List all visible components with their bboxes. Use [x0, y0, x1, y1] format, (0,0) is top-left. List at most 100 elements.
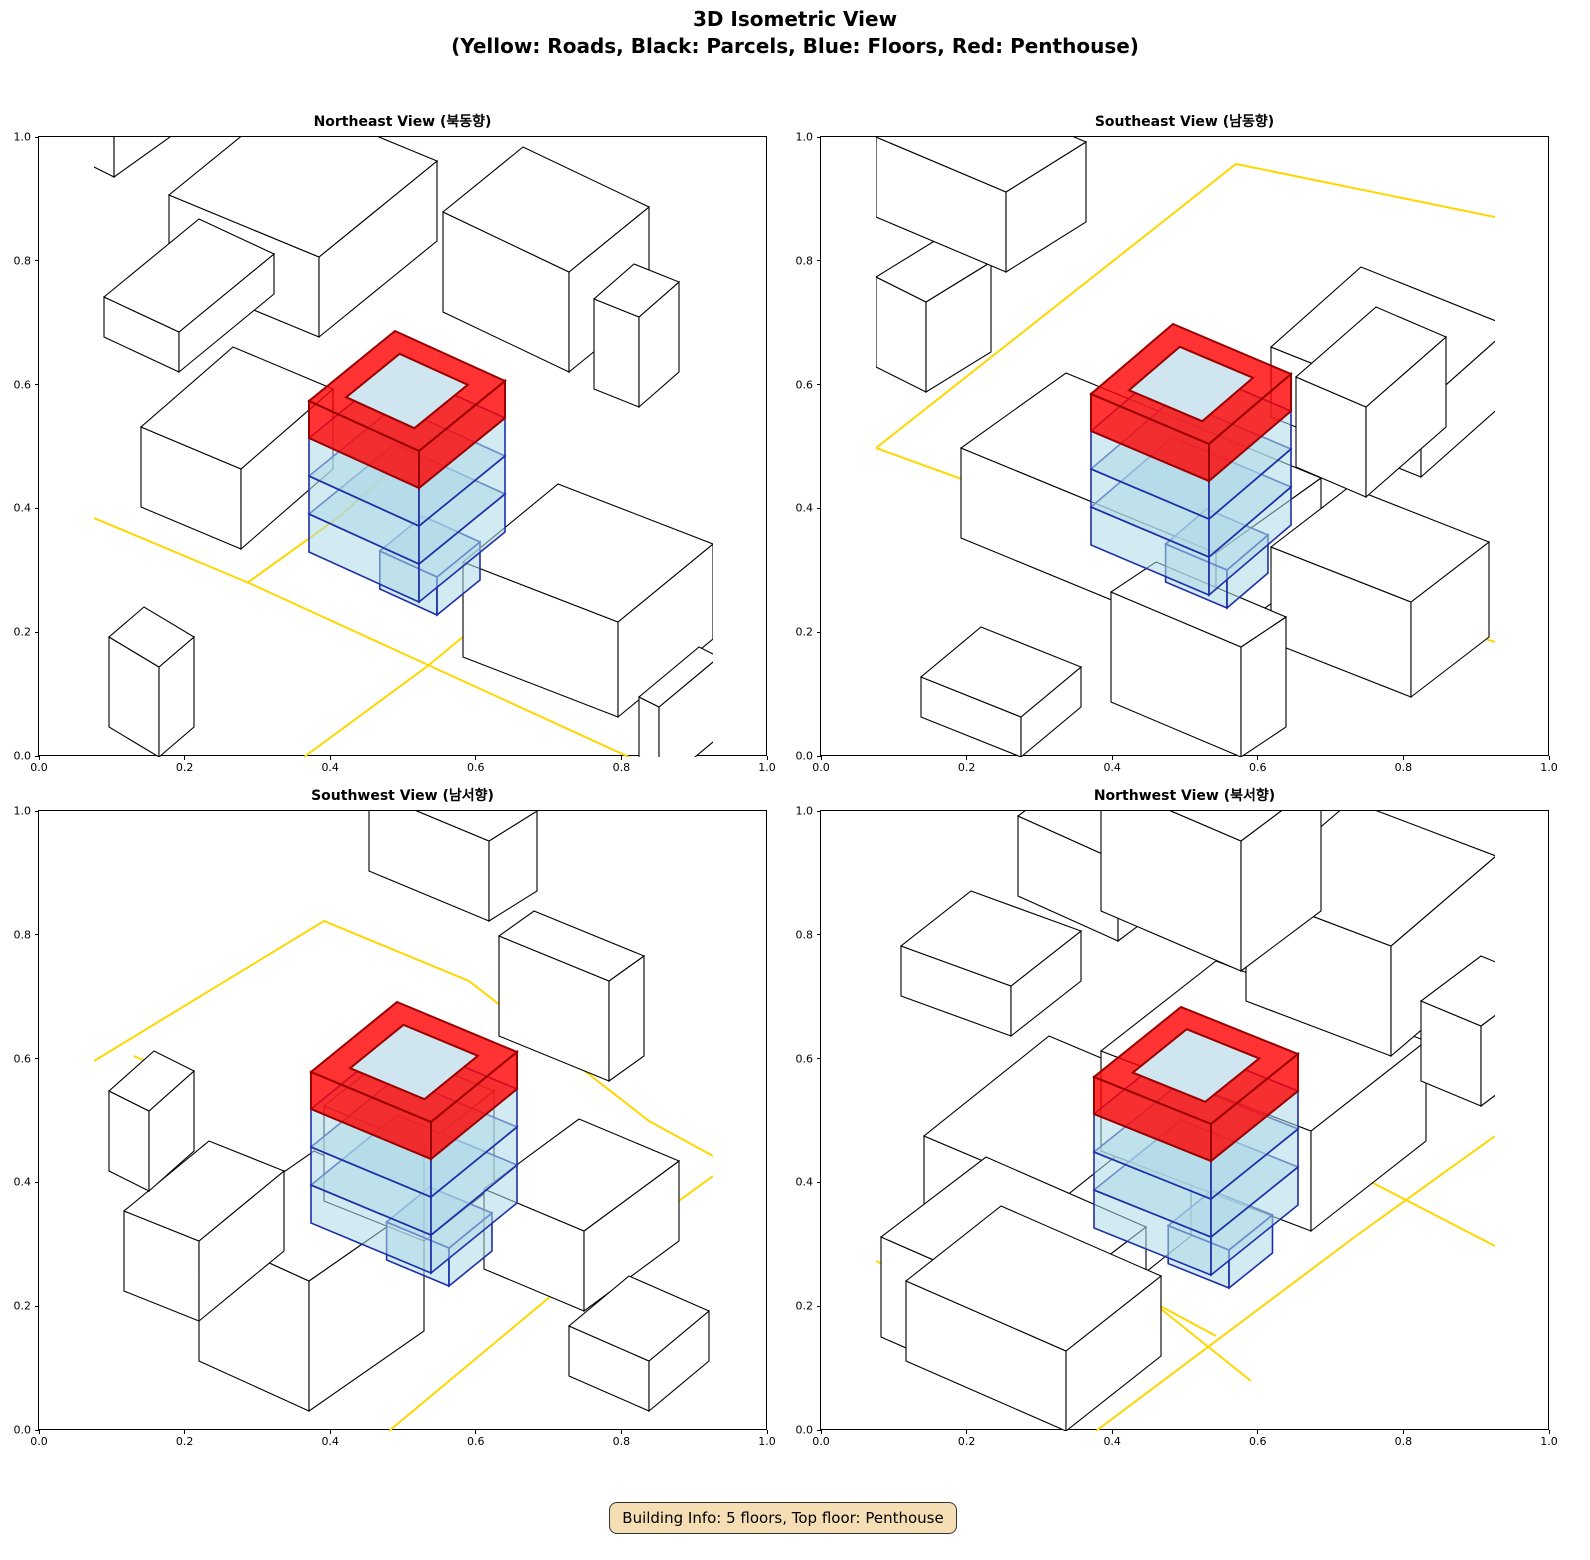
parcel-block-top-face	[899, 890, 1083, 987]
penthouse-right-wall	[1208, 371, 1292, 484]
x-tick-label: 0.2	[175, 1435, 194, 1448]
parcel-block-top-face	[139, 346, 335, 470]
x-tick-label: 0.6	[1249, 1435, 1267, 1448]
y-tick-label: 0.2	[795, 625, 814, 639]
y-tick-mark	[35, 1181, 39, 1183]
y-tick-label: 0.6	[13, 378, 32, 392]
y-tick-label: 1.0	[795, 804, 814, 818]
y-tick-label: 1.0	[13, 804, 32, 818]
road-line	[94, 517, 630, 757]
y-tick-label: 0.0	[13, 749, 32, 763]
y-tick-mark	[35, 384, 39, 386]
y-tick-mark	[817, 810, 821, 812]
x-tick-mark	[329, 756, 331, 760]
scene	[876, 811, 1495, 1431]
parcel-block-top-face	[1169, 811, 1282, 842]
y-tick-label: 0.0	[13, 1423, 32, 1437]
road-line	[1095, 1135, 1495, 1431]
isometric-view-canvas	[94, 811, 713, 1431]
y-tick-label: 0.8	[13, 254, 32, 268]
x-tick-label: 0.2	[957, 1435, 976, 1448]
y-tick-label: 0.0	[795, 1423, 814, 1437]
x-tick-mark	[766, 1430, 768, 1434]
main-building	[309, 1000, 519, 1288]
figure-subtitle: (Yellow: Roads, Black: Parcels, Blue: Fl…	[451, 34, 1139, 58]
parcel-block-top-face	[919, 626, 1083, 718]
parcel-block-top-face	[567, 1275, 711, 1362]
x-tick-mark	[475, 1430, 477, 1434]
y-tick-mark	[35, 260, 39, 262]
y-tick-mark	[817, 1181, 821, 1183]
parcel-block-top-face	[102, 218, 276, 333]
x-tick-label: 0.0	[30, 1435, 48, 1448]
x-tick-label: 0.8	[1394, 1435, 1413, 1448]
isometric-view-canvas	[876, 137, 1495, 757]
parcel-block-top-face	[461, 483, 713, 623]
x-tick-label: 0.8	[1394, 761, 1413, 774]
x-tick-label: 0.4	[321, 1435, 339, 1448]
y-tick-mark	[817, 934, 821, 936]
x-tick-label: 0.4	[1103, 1435, 1121, 1448]
building-info-box: Building Info: 5 floors, Top floor: Pent…	[609, 1502, 957, 1534]
parcels-layer	[879, 811, 1495, 1431]
main-building	[1092, 1005, 1300, 1290]
main-building	[307, 329, 507, 617]
y-tick-label: 0.6	[795, 1052, 814, 1066]
x-tick-label: 0.0	[812, 1435, 830, 1448]
isometric-view-canvas	[94, 137, 713, 757]
parcel-block-right-face	[658, 661, 713, 757]
parcel-block-top-face	[167, 137, 439, 258]
x-tick-mark	[966, 1430, 968, 1434]
main-building	[1089, 322, 1293, 610]
y-tick-mark	[35, 136, 39, 138]
x-tick-mark	[1402, 756, 1404, 760]
x-tick-label: 1.0	[758, 1435, 776, 1448]
parcel-block-top-face	[415, 811, 539, 842]
y-tick-mark	[35, 507, 39, 509]
parcel-block-right-face	[1480, 1014, 1495, 1108]
y-tick-label: 0.2	[13, 1299, 32, 1313]
x-tick-mark	[820, 1430, 822, 1434]
panel-title-northeast: Northeast View (북동향)	[313, 114, 492, 130]
road-line	[94, 919, 713, 1157]
parcel-block-top-face	[1419, 955, 1495, 1027]
x-tick-mark	[475, 756, 477, 760]
y-tick-label: 0.0	[795, 749, 814, 763]
x-tick-mark	[1111, 756, 1113, 760]
x-tick-mark	[1548, 756, 1550, 760]
y-tick-mark	[817, 507, 821, 509]
x-tick-label: 0.0	[30, 761, 48, 774]
y-tick-mark	[35, 810, 39, 812]
parcel-block-top-face	[876, 137, 1088, 193]
y-tick-mark	[817, 384, 821, 386]
x-tick-mark	[1111, 1430, 1113, 1434]
y-tick-label: 0.4	[13, 1175, 32, 1189]
parcel-block-top-face	[441, 146, 651, 273]
y-tick-label: 0.6	[13, 1052, 32, 1066]
y-tick-mark	[817, 755, 821, 757]
parcel-block-right-face	[1240, 811, 1322, 973]
penthouse-right-wall	[418, 378, 506, 491]
x-tick-mark	[620, 1430, 622, 1434]
parcel-block-top-face	[1294, 306, 1448, 408]
parcel-block-left-face	[94, 137, 115, 178]
y-tick-mark	[35, 1305, 39, 1307]
y-tick-label: 0.8	[795, 928, 814, 942]
y-tick-mark	[817, 136, 821, 138]
x-tick-mark	[820, 756, 822, 760]
y-tick-mark	[35, 755, 39, 757]
x-tick-label: 1.0	[758, 761, 776, 774]
penthouse-right-wall	[430, 1049, 518, 1162]
x-tick-mark	[38, 1430, 40, 1434]
y-tick-label: 0.4	[13, 501, 32, 515]
y-tick-mark	[817, 1429, 821, 1431]
y-tick-label: 0.4	[795, 501, 814, 515]
y-tick-mark	[817, 1058, 821, 1060]
parcel-block-top-face	[108, 1050, 195, 1112]
x-tick-label: 0.0	[812, 761, 830, 774]
y-tick-mark	[35, 1429, 39, 1431]
x-tick-mark	[1402, 1430, 1404, 1434]
